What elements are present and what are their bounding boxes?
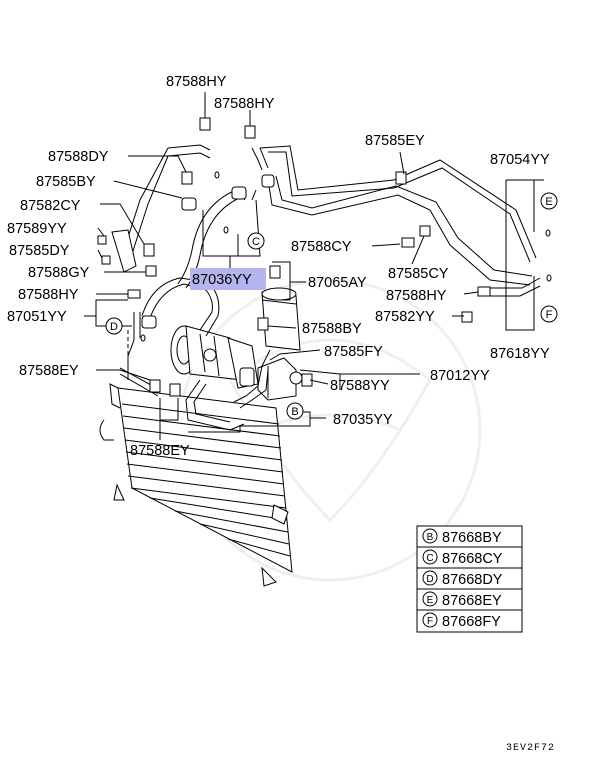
- condenser: [99, 383, 293, 587]
- label-87585EY: 87585EY: [365, 133, 425, 149]
- callout-b: B: [286, 402, 304, 420]
- svg-text:F: F: [546, 309, 553, 321]
- label-87012YY: 87012YY: [430, 368, 490, 384]
- legend-row-e: E 87668EY: [422, 591, 502, 609]
- label-87582CY: 87582CY: [20, 198, 81, 214]
- fittings: [97, 117, 552, 397]
- callout-f: F: [540, 305, 558, 323]
- legend-part-d: 87668DY: [442, 572, 503, 588]
- label-87588CY: 87588CY: [291, 239, 352, 255]
- legend-part-e: 87668EY: [442, 593, 502, 609]
- legend-part-b: 87668BY: [442, 530, 502, 546]
- label-87588DY: 87588DY: [48, 149, 109, 165]
- pipes: [119, 144, 541, 431]
- svg-text:E: E: [545, 196, 552, 208]
- receiver-drier: [261, 287, 301, 351]
- legend-letter-c: C: [426, 553, 433, 564]
- diagram-code: 3EV2F72: [506, 743, 555, 754]
- legend-part-f: 87668FY: [442, 614, 501, 630]
- label-87585BY: 87585BY: [36, 174, 96, 190]
- label-87588YY: 87588YY: [330, 378, 390, 394]
- label-87036YY: 87036YY: [192, 272, 252, 288]
- callout-d: D: [105, 317, 123, 335]
- legend-table: B 87668BY C 87668CY D 87668DY E 87668EY …: [416, 525, 523, 633]
- svg-text:B: B: [291, 406, 298, 418]
- label-87588GY: 87588GY: [28, 265, 90, 281]
- label-87585DY: 87585DY: [9, 243, 70, 259]
- highlight-87036YY: [190, 268, 266, 290]
- leader-lines: [84, 92, 544, 440]
- label-87035YY: 87035YY: [333, 412, 393, 428]
- legend-letter-e: E: [427, 595, 434, 606]
- legend-row-b: B 87668BY: [422, 528, 502, 546]
- legend-letter-b: B: [427, 532, 434, 543]
- part-labels: 87588HY 87588HY 87588DY 87585BY 87582CY …: [7, 74, 550, 459]
- label-87582YY: 87582YY: [375, 309, 435, 325]
- label-87588BY: 87588BY: [302, 321, 362, 337]
- callout-e: E: [540, 192, 558, 210]
- label-87585FY: 87585FY: [324, 344, 383, 360]
- label-87065AY: 87065AY: [308, 275, 367, 291]
- label-87588HY-top: 87588HY: [166, 74, 227, 90]
- legend-letter-f: F: [427, 616, 433, 627]
- callout-c: C: [247, 232, 265, 250]
- label-87618YY: 87618YY: [490, 346, 550, 362]
- label-87588EY-left: 87588EY: [19, 363, 79, 379]
- label-87589YY: 87589YY: [7, 221, 67, 237]
- callouts: B C D E F: [105, 192, 558, 420]
- label-87051YY: 87051YY: [7, 309, 67, 325]
- legend-row-c: C 87668CY: [422, 549, 503, 567]
- bracket: [257, 357, 303, 401]
- label-87054YY: 87054YY: [490, 152, 550, 168]
- label-87588HY-second: 87588HY: [214, 96, 275, 112]
- svg-text:D: D: [110, 321, 118, 333]
- legend-row-f: F 87668FY: [422, 612, 501, 630]
- label-87588HY-left: 87588HY: [18, 287, 79, 303]
- label-87585CY: 87585CY: [388, 266, 449, 282]
- legend-letter-d: D: [426, 574, 433, 585]
- label-87588EY-bottom: 87588EY: [130, 443, 190, 459]
- legend-row-d: D 87668DY: [422, 570, 503, 588]
- svg-text:C: C: [252, 236, 260, 248]
- legend-part-c: 87668CY: [442, 551, 503, 567]
- label-87588HY-right: 87588HY: [386, 288, 447, 304]
